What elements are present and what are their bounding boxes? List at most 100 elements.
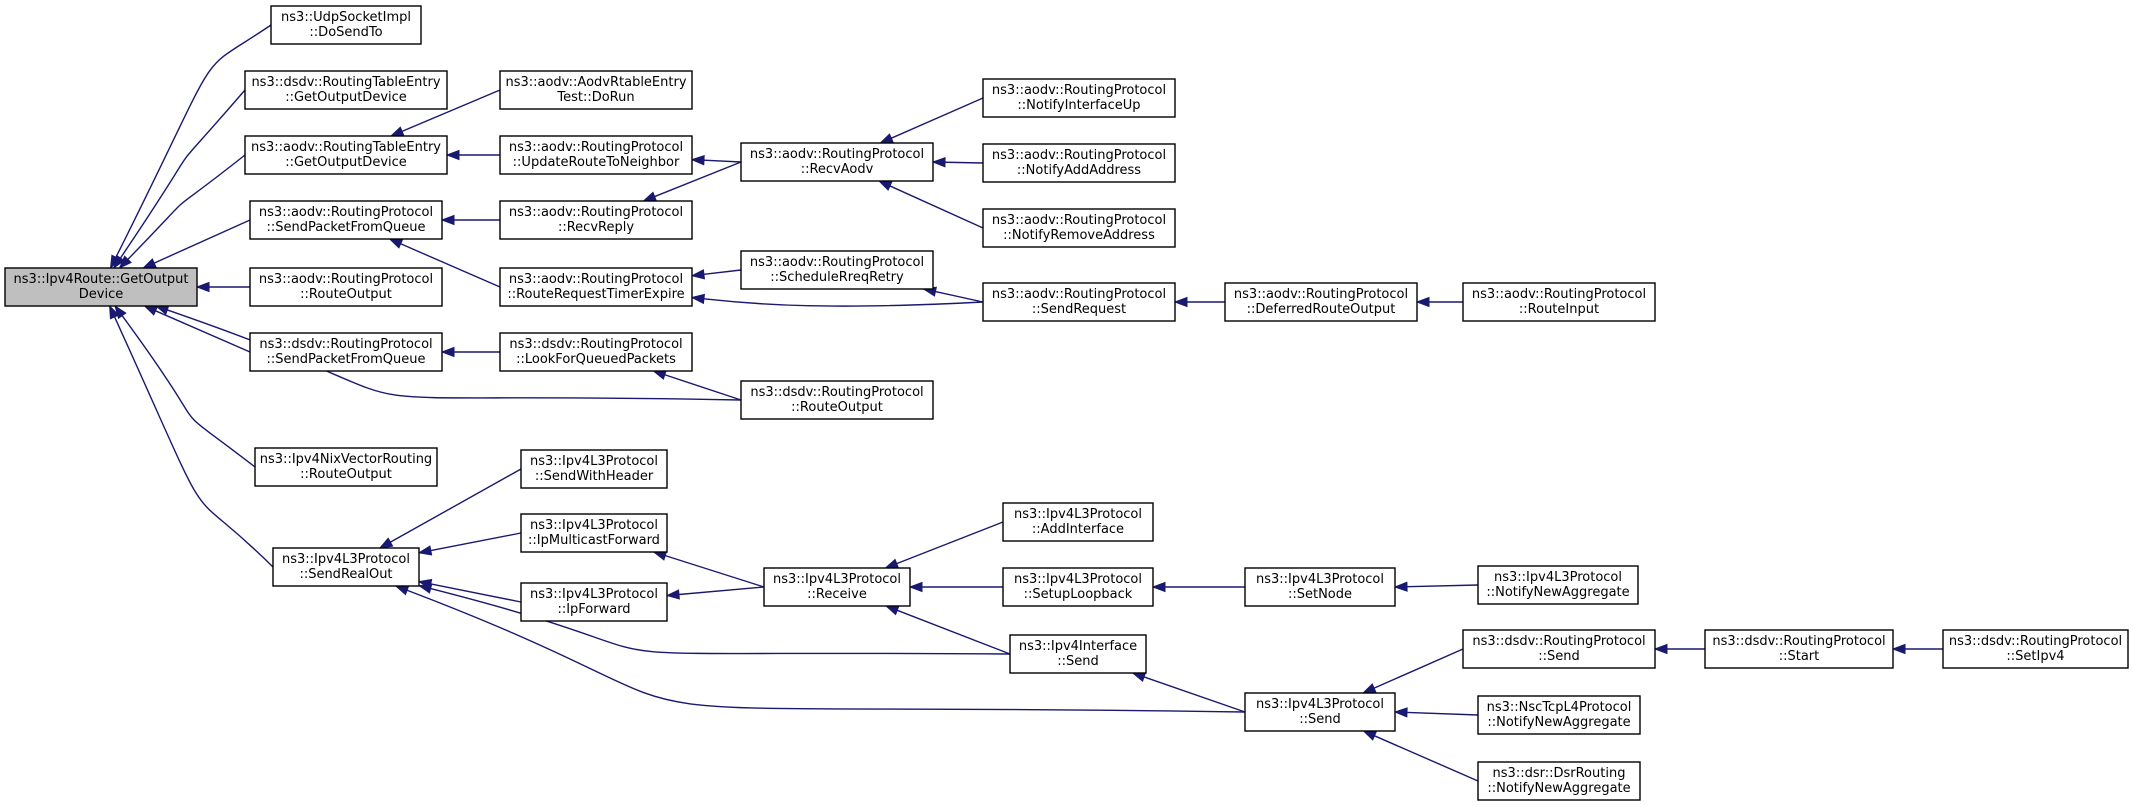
edge-line [703,298,984,307]
node-label-line: ns3::Ipv4L3Protocol [282,552,410,567]
node-l3-sendwithheader[interactable]: ns3::Ipv4L3Protocol::SendWithHeader [520,449,668,489]
node-aodv-rp-deferredrouteoutput[interactable]: ns3::aodv::RoutingProtocol::DeferredRout… [1224,282,1418,322]
node-box [499,70,693,110]
arrowhead-icon [440,214,455,226]
node-aodv-rte-getoutputdevice[interactable]: ns3::aodv::RoutingTableEntry::GetOutputD… [244,135,448,175]
node-dsdv-rp-setipv4[interactable]: ns3::dsdv::RoutingProtocol::SetIpv4 [1942,629,2129,669]
node-dsdv-rp-send[interactable]: ns3::dsdv::RoutingProtocol::Send [1462,629,1656,669]
node-aodv-rp-notifyaddaddress[interactable]: ns3::aodv::RoutingProtocol::NotifyAddAdd… [982,143,1176,183]
node-l3-receive[interactable]: ns3::Ipv4L3Protocol::Receive [763,567,911,607]
arrowhead-icon [417,583,433,594]
node-l3-setuploopback[interactable]: ns3::Ipv4L3Protocol::SetupLoopback [1002,567,1154,607]
node-l3-send[interactable]: ns3::Ipv4L3Protocol::Send [1244,692,1396,732]
edge-line [153,219,251,264]
node-label-line: ::SetIpv4 [2006,649,2064,664]
edge-aodv_rp_schedulereqretry-to-aodv_rp_routerequesttimerexpire [690,269,742,280]
edge-dsdv_rp_setipv4-to-dsdv_rp_start [1891,643,1943,655]
edge-line [155,310,251,353]
edge-line [654,161,742,198]
node-label-line: ::NotifyNewAggregate [1487,715,1630,730]
node-l3-sendrealout[interactable]: ns3::Ipv4L3Protocol::SendRealOut [272,547,420,587]
edge-l3_setuploopback-to-l3_receive [908,581,1003,593]
node-udp-dosendto[interactable]: ns3::UdpSocketImpl::DoSendTo [270,5,422,45]
node-dsdv-rp-lookforqueuedpackets[interactable]: ns3::dsdv::RoutingProtocol::LookForQueue… [499,332,693,372]
node-aodv-rp-routeoutput[interactable]: ns3::aodv::RoutingProtocol::RouteOutput [249,267,443,307]
node-label-line: ::RouteOutput [300,467,392,482]
node-label-line: ::ScheduleRreqRetry [770,270,904,285]
node-box [244,70,448,110]
node-label-line: ::DoSendTo [309,25,382,40]
node-label-line: ::SendPacketFromQueue [267,352,426,367]
edge-line [430,583,522,603]
node-box [499,267,693,307]
node-label-line: ::Send [1538,649,1580,664]
node-dsdv-rp-start[interactable]: ns3::dsdv::RoutingProtocol::Start [1704,629,1894,669]
edge-dsdv_rp_start-to-dsdv_rp_send [1653,643,1705,655]
node-label-line: ns3::Ipv4L3Protocol [530,518,658,533]
node-label-line: ns3::aodv::RoutingProtocol [750,147,924,162]
edge-dsdv_rp_routeoutput-to-dsdv_rp_lookforqueuedpackets [652,369,742,401]
edge-line [935,290,984,303]
node-label-line: ns3::dsdv::RoutingProtocol [750,385,923,400]
node-label-line: ns3::aodv::RoutingTableEntry [251,140,441,155]
node-l3-setnode[interactable]: ns3::Ipv4L3Protocol::SetNode [1244,567,1396,607]
node-label-line: ns3::NscTcpL4Protocol [1487,700,1632,715]
node-box [1009,634,1147,674]
node-label-line: ns3::dsdv::RoutingProtocol [1712,634,1885,649]
node-box [4,267,198,307]
node-label-line: ns3::aodv::RoutingProtocol [259,272,433,287]
node-box [249,332,443,372]
node-l3-addinterface[interactable]: ns3::Ipv4L3Protocol::AddInterface [1002,502,1154,542]
node-label-line: ::RecvReply [558,220,634,235]
node-box [1477,761,1641,801]
node-l3-ipmulticastforward[interactable]: ns3::Ipv4L3Protocol::IpMulticastForward [520,513,668,553]
node-aodv-rp-schedulereqretry[interactable]: ns3::aodv::RoutingProtocol::ScheduleRreq… [740,250,934,290]
edge-line [121,315,256,468]
node-box [982,208,1176,248]
edge-line [896,609,1011,655]
arrowhead-icon [112,254,126,270]
node-label-line: ::IpMulticastForward [528,533,660,548]
arrowhead-icon [1151,581,1166,593]
node-box [499,332,693,372]
edge-line [896,521,1004,565]
node-dsdv-rte-getoutputdevice[interactable]: ns3::dsdv::RoutingTableEntry::GetOutputD… [244,70,448,110]
edge-l3_send-to-ipv4interface_send [1131,672,1246,713]
node-label-line: ::GetOutputDevice [285,90,407,105]
node-aodv-rp-updateroutetoneighbor[interactable]: ns3::aodv::RoutingProtocol::UpdateRouteT… [499,135,693,175]
node-ipv4interface-send[interactable]: ns3::Ipv4Interface::Send [1009,634,1147,674]
arrowhead-icon [642,191,658,202]
edge-l3_addinterface-to-l3_receive [884,521,1004,569]
edge-ipv4interface_send-to-l3_receive [884,605,1011,655]
node-nsctcp-notifynewaggregate[interactable]: ns3::NscTcpL4Protocol::NotifyNewAggregat… [1477,695,1641,735]
node-box [982,143,1176,183]
node-label-line: ::UpdateRouteToNeighbor [513,155,680,170]
node-aodv-rp-notifyremoveaddress[interactable]: ns3::aodv::RoutingProtocol::NotifyRemove… [982,208,1176,248]
node-root[interactable]: ns3::Ipv4Route::GetOutputDevice [4,267,198,307]
node-nix-routeoutput[interactable]: ns3::Ipv4NixVectorRouting::RouteOutput [254,447,438,487]
arrowhead-icon [879,133,894,144]
edge-line [430,532,522,552]
node-aodv-rp-routeinput[interactable]: ns3::aodv::RoutingProtocol::RouteInput [1462,282,1656,322]
node-dsdv-rp-routeoutput[interactable]: ns3::dsdv::RoutingProtocol::RouteOutput [740,380,934,420]
node-l3-notifynewaggregate[interactable]: ns3::Ipv4L3Protocol::NotifyNewAggregate [1477,565,1639,605]
node-dsr-notifynewaggregate[interactable]: ns3::dsr::DsrRouting::NotifyNewAggregate [1477,761,1641,801]
node-aodv-rp-sendrequest[interactable]: ns3::aodv::RoutingProtocol::SendRequest [982,282,1176,322]
edge-dsr_notifynewaggregate-to-l3_send [1362,730,1479,782]
node-dsdv-rp-sendpacketfromqueue[interactable]: ns3::dsdv::RoutingProtocol::SendPacketFr… [249,332,443,372]
node-box [1477,695,1641,735]
node-label-line: Device [79,287,123,302]
node-label-line: ::SendWithHeader [535,469,654,484]
node-aodv-rp-sendpacketfromqueue[interactable]: ns3::aodv::RoutingProtocol::SendPacketFr… [249,200,443,240]
node-aodv-rp-recvaodv[interactable]: ns3::aodv::RoutingProtocol::RecvAodv [740,142,934,182]
node-aodv-rp-routerequesttimerexpire[interactable]: ns3::aodv::RoutingProtocol::RouteRequest… [499,267,693,307]
node-box [1244,567,1396,607]
edge-line [1373,648,1464,689]
arrowhead-icon [1173,296,1188,308]
node-aodv-rp-notifyinterfaceup[interactable]: ns3::aodv::RoutingProtocol::NotifyInterf… [982,78,1176,118]
node-l3-ipforward[interactable]: ns3::Ipv4L3Protocol::IpForward [520,582,668,622]
edge-l3_ipmulticastforward-to-l3_sendrealout [417,532,522,556]
graph-edges [109,24,1943,782]
node-aodv-rp-recvreply[interactable]: ns3::aodv::RoutingProtocol::RecvReply [499,200,693,240]
